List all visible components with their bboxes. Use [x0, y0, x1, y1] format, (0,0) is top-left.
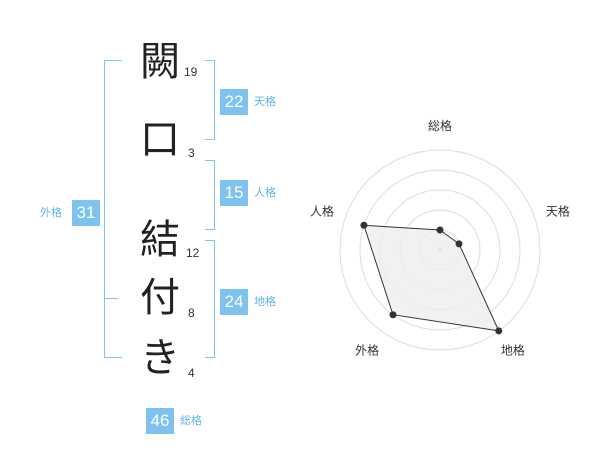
tenkaku-label: 天格 — [254, 95, 276, 108]
gaikaku-score: 31 — [72, 200, 100, 226]
jinkaku-bracket — [205, 160, 215, 230]
tenkaku-bracket — [205, 60, 215, 140]
stroke-count-5: 4 — [188, 366, 195, 380]
radar-axis-label-3: 地格 — [501, 342, 525, 357]
radar-point-3 — [495, 327, 503, 335]
jinkaku-score: 15 — [220, 180, 248, 206]
radar-point-4 — [389, 311, 397, 319]
gaikaku-bracket — [104, 60, 122, 358]
radar-axis-label-5: 人格 — [310, 204, 334, 219]
chikaku-label: 地格 — [254, 295, 276, 308]
stroke-count-2: 3 — [188, 146, 195, 160]
radar-point-1 — [436, 226, 444, 234]
jinkaku-label: 人格 — [254, 186, 276, 199]
stroke-count-1: 19 — [184, 65, 198, 79]
gaikaku-bracket-tick — [104, 298, 118, 299]
name-char-5: き — [140, 335, 180, 381]
radar-axis-label-1: 総格 — [428, 118, 452, 133]
soukaku-label: 総格 — [180, 414, 202, 427]
chikaku-score: 24 — [220, 289, 248, 315]
stroke-count-4: 8 — [188, 306, 195, 320]
radar-point-2 — [455, 240, 463, 248]
radar-point-5 — [360, 221, 368, 229]
name-char-3: 結 — [140, 217, 180, 263]
stroke-count-3: 12 — [186, 246, 200, 260]
gaikaku-label: 外格 — [40, 206, 62, 219]
name-char-1: 闕 — [140, 39, 180, 85]
tenkaku-score: 22 — [220, 89, 248, 115]
radar-series-area — [363, 224, 500, 332]
radar-axis-label-2: 天格 — [546, 204, 570, 219]
soukaku-score: 46 — [146, 408, 174, 434]
radar-grid-ring — [359, 169, 521, 331]
radar-axis-label-4: 外格 — [355, 342, 379, 357]
name-char-2: 口 — [140, 117, 180, 163]
radar-grid-ring — [339, 149, 541, 351]
name-char-4: 付 — [140, 275, 180, 321]
chikaku-bracket — [205, 240, 215, 358]
